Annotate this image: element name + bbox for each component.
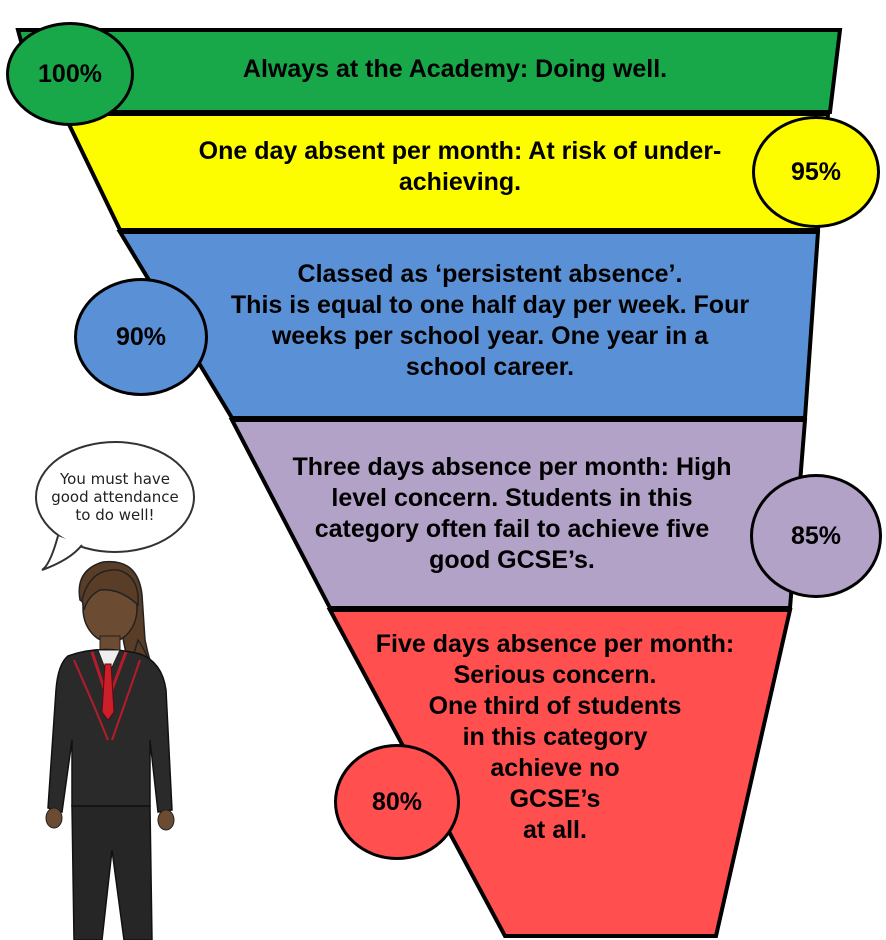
level-85-label: Three days absence per month: High level… <box>292 453 732 574</box>
speech-bubble <box>35 441 195 571</box>
student-illustration <box>45 560 175 940</box>
level-100-label: Always at the Academy: Doing well. <box>242 55 668 83</box>
percent-circle-85: 85% <box>750 474 882 598</box>
percent-circle-90: 90% <box>74 278 208 396</box>
percent-circle-95: 95% <box>752 116 880 228</box>
speech-bubble-text: You must have good attendance to do well… <box>51 470 179 524</box>
percent-circle-80: 80% <box>334 744 460 860</box>
level-80-label: Five days absence per month: Serious con… <box>375 630 735 844</box>
level-95-label: One day absent per month: At risk of und… <box>198 137 722 196</box>
percent-circle-100: 100% <box>6 22 134 126</box>
level-90-label: Classed as ‘persistent absence’. This is… <box>230 260 750 381</box>
